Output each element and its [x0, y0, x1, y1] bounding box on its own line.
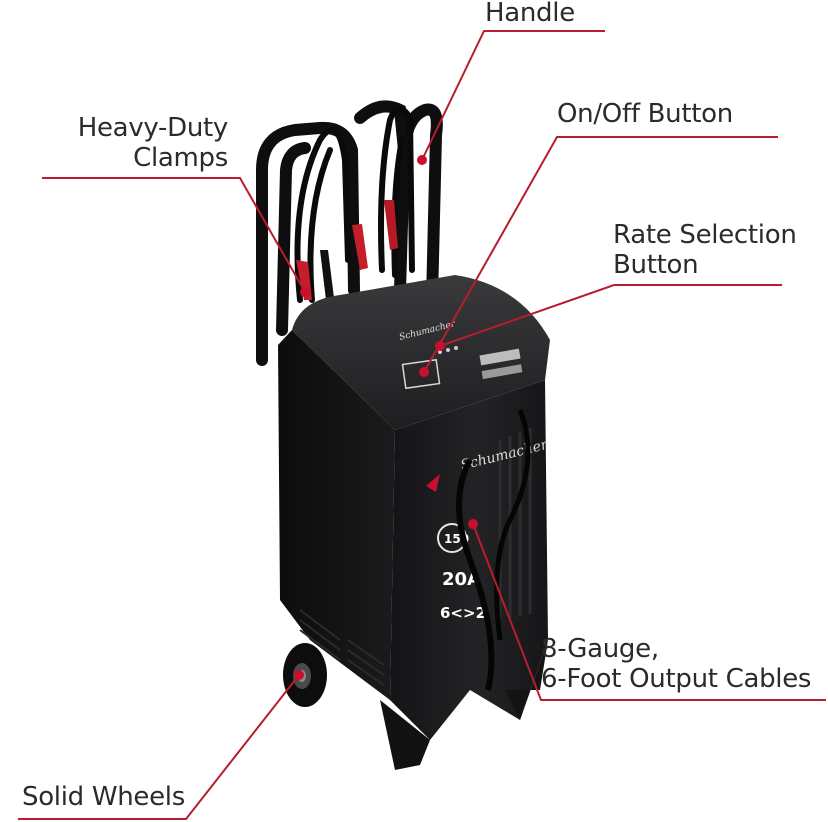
leader-power	[423, 136, 778, 373]
label-cables-line-2: 6-Foot Output Cables	[541, 664, 812, 694]
right-leg	[505, 640, 548, 720]
solid-wheel	[283, 643, 327, 707]
clamp-cables	[294, 105, 415, 303]
dot-power	[419, 367, 429, 377]
label-rate: Rate Selection Button	[613, 220, 797, 280]
panel-leds	[438, 346, 523, 380]
label-clamps-line-1: Heavy-Duty	[77, 113, 229, 143]
leader-wheels	[18, 674, 300, 820]
label-cables-line-1: 8-Gauge,	[541, 634, 659, 664]
label-rate-line-1: Rate Selection	[613, 220, 797, 250]
front-leg	[380, 700, 430, 770]
output-cables	[456, 458, 495, 691]
output-cables-2	[494, 409, 531, 641]
leader-clamps	[42, 177, 306, 293]
volts-rating: 6<>2	[440, 604, 486, 622]
leader-dots	[294, 155, 478, 680]
leader-rate	[439, 284, 782, 347]
power-switch	[401, 358, 441, 390]
label-wheels: Solid Wheels	[22, 782, 185, 812]
amps-rating: 20A	[442, 569, 481, 590]
unit-side	[278, 330, 395, 700]
leader-lines	[18, 30, 826, 820]
label-power: On/Off Button	[557, 99, 733, 129]
dot-clamps	[300, 287, 310, 297]
dot-rate	[435, 341, 445, 351]
side-vents	[299, 609, 385, 686]
label-clamps: Heavy-Duty Clamps	[70, 113, 229, 173]
label-handle-line-1: Handle	[485, 0, 575, 28]
label-handle: Handle	[485, 0, 575, 28]
heavy-duty-clamps	[296, 200, 398, 300]
dot-cables	[468, 519, 478, 529]
label-power-line-1: On/Off Button	[557, 99, 733, 129]
label-cables: 8-Gauge, 6-Foot Output Cables	[541, 634, 811, 694]
label-clamps-line-2: Clamps	[133, 143, 228, 173]
leader-handle	[421, 30, 605, 161]
dot-wheels	[294, 670, 304, 680]
label-rate-line-2: Button	[613, 250, 699, 280]
leader-cables	[472, 523, 826, 701]
brand-logo-icon	[426, 474, 440, 492]
control-panel	[292, 275, 550, 430]
dot-handle	[417, 155, 427, 165]
label-wheels-line-1: Solid Wheels	[22, 782, 185, 812]
